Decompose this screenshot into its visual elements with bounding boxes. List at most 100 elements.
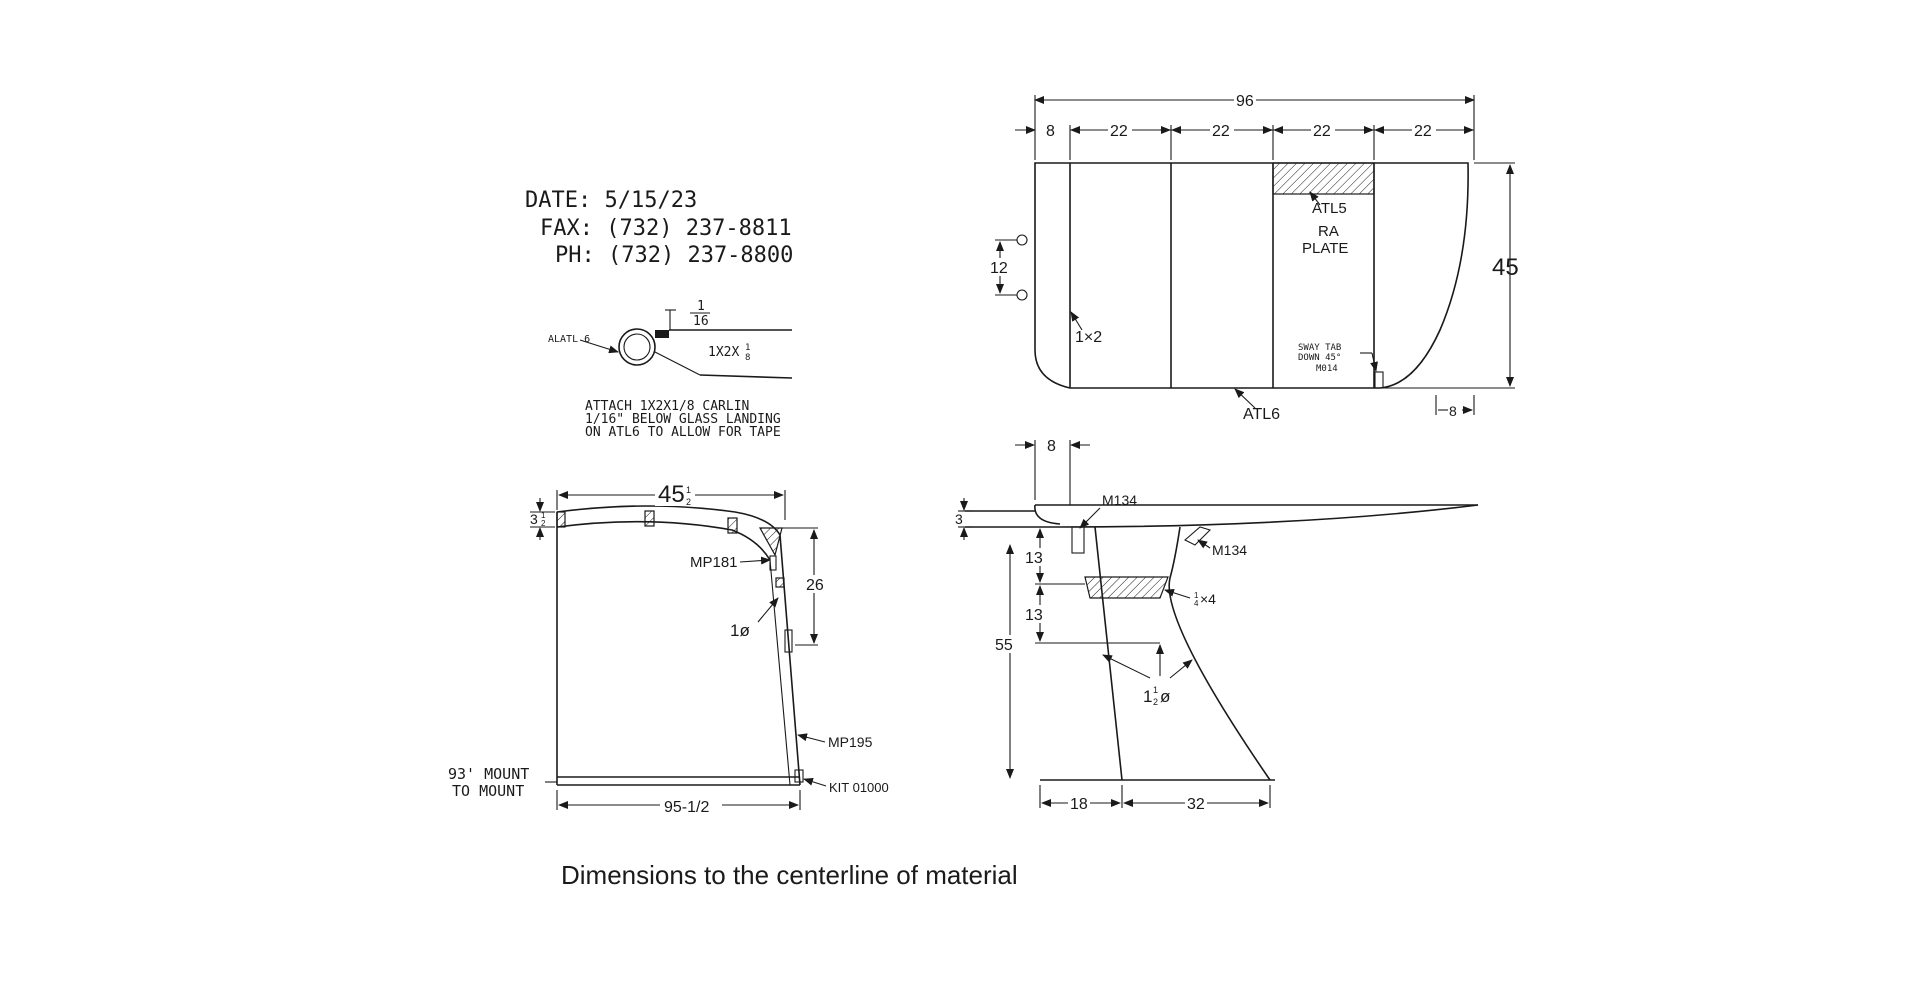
dia-label: 1ø [730, 621, 750, 640]
note-line-2: 1/16" BELOW GLASS LANDING [585, 412, 781, 427]
sway-tab [1374, 371, 1384, 389]
seg4-bg [1412, 122, 1436, 138]
atl5-leader [1309, 191, 1321, 206]
dim-th-num: 1 [541, 511, 546, 520]
glass-line-bottom [699, 374, 793, 379]
seg-3-text: 22 [1313, 123, 1331, 140]
dim-8-text: 8 [1046, 123, 1055, 140]
mount-hole-1 [1016, 234, 1028, 246]
dim-45half-num: 1 [686, 485, 691, 495]
info-block: DATE: 5/15/23 FAX: (732) 237-8811 PH: (7… [525, 188, 793, 268]
alatl-label: ALATL 6 [548, 334, 590, 345]
sway-line-2: DOWN 45° [1298, 353, 1341, 363]
dim-base-bg [660, 795, 722, 815]
leg-front [1094, 526, 1123, 781]
tube-leader [1070, 311, 1083, 331]
sway-line-3: M014 [1316, 364, 1338, 374]
seg2-bg [1210, 122, 1234, 138]
dim-12-bg [990, 258, 1010, 276]
plate-label: PLATE [1302, 240, 1348, 257]
kit-label: KIT 01000 [829, 780, 889, 795]
m134b-leader [1197, 539, 1211, 549]
dia-leader-l [1102, 654, 1151, 679]
atl5-label: ATL5 [1312, 200, 1347, 217]
frac-den: 16 [693, 314, 709, 329]
dia-den: 2 [1153, 697, 1158, 707]
side-view: 8 3 M134 M134 13 13 55 1 4 ×4 1 1 2 ø [955, 438, 1479, 813]
flat-leader [1164, 588, 1191, 599]
phone-text: PH: (732) 237-8800 [555, 243, 793, 268]
roof-top [556, 505, 781, 536]
dia-leader [757, 597, 779, 623]
note-line-3: ON ATL6 TO ALLOW FOR TAPE [585, 425, 781, 440]
m134a-label: M134 [1102, 492, 1137, 508]
rib-2 [644, 510, 655, 527]
mp195-leader [797, 733, 826, 743]
dim-96-text: 96 [1236, 93, 1254, 110]
alatl-leader [579, 339, 619, 354]
dim-45-text: 45 [1492, 254, 1519, 281]
leg-rear [1168, 526, 1271, 781]
dim-32-bg [1185, 794, 1207, 812]
top-outline [1034, 162, 1469, 389]
stock-den: 8 [745, 353, 750, 363]
dia-whole: 1 [1143, 687, 1152, 706]
dim-26-bg [804, 575, 826, 593]
dim-45half-den: 2 [686, 497, 691, 507]
rib-3 [727, 517, 738, 534]
seg-2-text: 22 [1212, 123, 1230, 140]
seg1-bg [1108, 122, 1132, 138]
dia-num: 1 [1153, 685, 1158, 695]
fax-text: FAX: (732) 237-8811 [540, 216, 792, 241]
note-line-1: ATTACH 1X2X1/8 CARLIN [585, 399, 749, 414]
tube-inner [623, 333, 651, 361]
roof-nose [1034, 504, 1061, 525]
glass-landing [654, 351, 701, 376]
dim-r8-text: 8 [1449, 403, 1457, 419]
m134-tab-b [1184, 526, 1212, 546]
mp181-label: MP181 [690, 554, 738, 571]
dia-sym: ø [1160, 687, 1170, 706]
roof-bottom [556, 520, 771, 561]
kit-leader [803, 777, 827, 787]
roof-bottom [965, 504, 1479, 528]
post-right-outer [779, 534, 801, 786]
dim-18-text: 18 [1070, 796, 1088, 813]
mount-hole-2 [1016, 289, 1028, 301]
seg3-bg [1311, 122, 1335, 138]
stock-label: 1X2X [708, 345, 739, 360]
m134b-label: M134 [1212, 542, 1247, 558]
dim-55-text: 55 [995, 637, 1013, 654]
tube-label: 1×2 [1075, 329, 1102, 346]
dim-18-bg [1068, 794, 1090, 812]
top-view: 96 8 22 22 22 22 45 12 1×2 [990, 92, 1519, 423]
mp181-leader [739, 556, 771, 565]
dim-13b-bg [1022, 605, 1044, 623]
m134a-leader [1079, 507, 1101, 529]
slide-tab [784, 629, 793, 653]
kit-bracket [794, 769, 804, 783]
ra-label: RA [1318, 223, 1339, 240]
dim-th-text: 3 [530, 511, 538, 527]
dim-side8-text: 8 [1047, 438, 1056, 455]
flat-den: 4 [1194, 599, 1199, 608]
seg-1-text: 22 [1110, 123, 1128, 140]
dim-base-text: 95-1/2 [664, 799, 709, 816]
ra-plate [1272, 162, 1375, 195]
carlin-detail: ALATL 6 1 16 1X2X 1 8 ATTACH 1X2X1/8 CAR… [548, 299, 793, 440]
dim-45half-whole: 45 [658, 481, 685, 508]
dia-leader-r [1169, 659, 1193, 679]
sway-leader-v [1370, 352, 1378, 372]
corner-gusset [758, 527, 783, 557]
dim-45half-bg [655, 480, 695, 506]
flat-num: 1 [1194, 591, 1199, 600]
frac-num: 1 [697, 299, 705, 314]
dim-sth-text: 3 [955, 511, 963, 527]
date-text: DATE: 5/15/23 [525, 188, 697, 213]
seg-4-text: 22 [1414, 123, 1432, 140]
dim-12-text: 12 [990, 260, 1008, 277]
tube-outer [618, 328, 656, 366]
dim-13b-text: 13 [1025, 607, 1043, 624]
mp195-label: MP195 [828, 734, 873, 750]
